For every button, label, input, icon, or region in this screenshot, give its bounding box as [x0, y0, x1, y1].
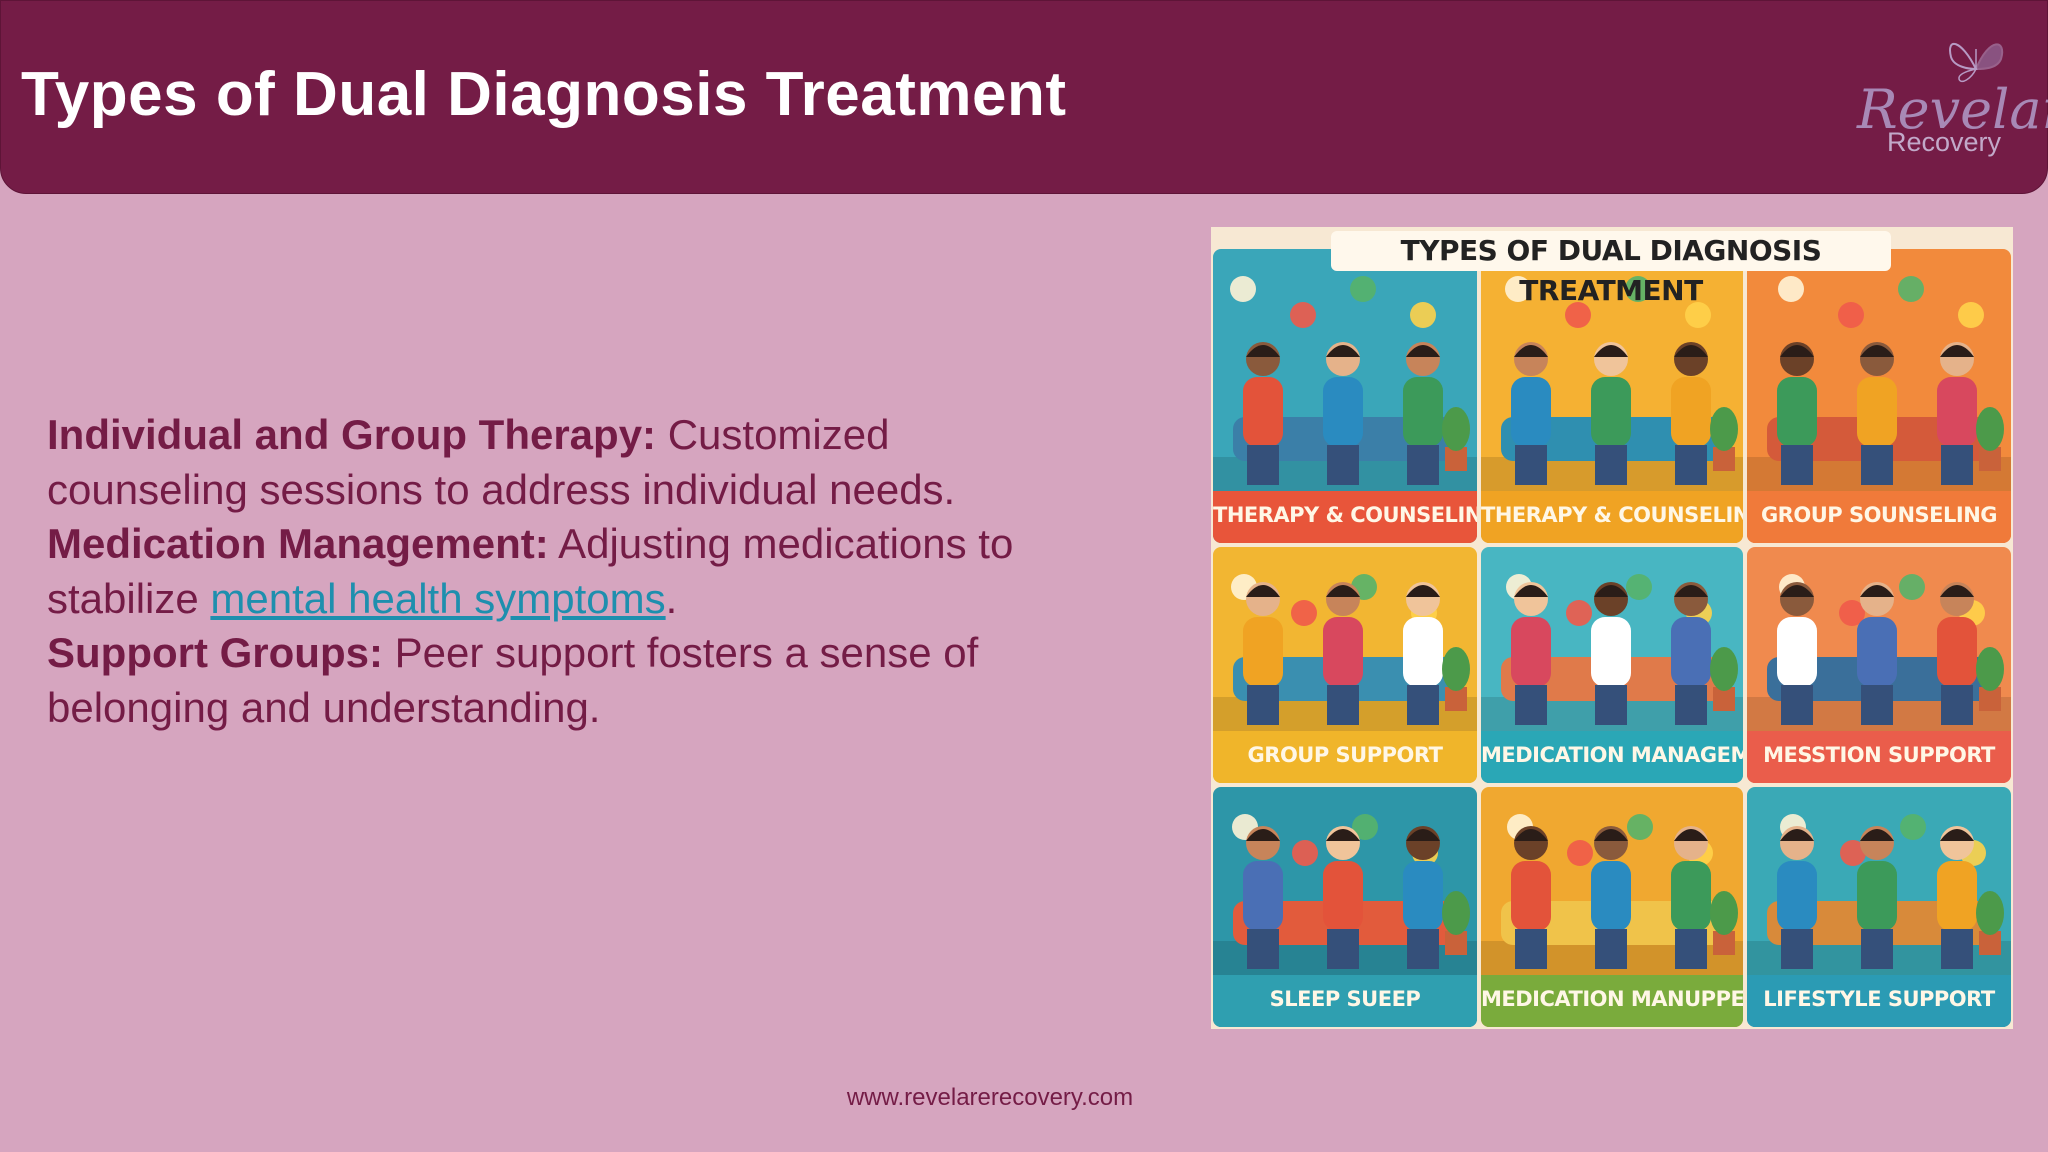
panel-illustration	[1481, 574, 1743, 783]
logo-subtitle: Recovery	[1887, 127, 2002, 157]
infographic-panel: MESSTION SUPPORT	[1745, 545, 2013, 785]
list-item: Support Groups: Peer support fosters a s…	[47, 626, 1027, 735]
infographic-panel: THERAPY & COUNSELING	[1211, 247, 1479, 545]
item-text-end: .	[665, 574, 678, 622]
panel-label: GROUP SUPPORT	[1247, 743, 1443, 767]
item-text: Adjusting medications to stabilize	[47, 520, 1014, 622]
infographic-panel: GROUP SOUNSELING	[1745, 247, 2013, 545]
panel-label: MEDICATION MANUPPENT	[1481, 987, 1745, 1011]
item-heading: Individual and Group Therapy:	[47, 411, 657, 458]
panel-illustration	[1747, 276, 2011, 543]
infographic-panel: MEDICATION MANUPPENT	[1479, 785, 1745, 1029]
panel-illustration	[1747, 814, 2011, 1027]
list-item: Medication Management: Adjusting medicat…	[47, 517, 1027, 626]
revelare-recovery-logo: Revelare Recovery	[1841, 29, 2048, 169]
infographic-panel: THERAPY & COUNSELING	[1479, 247, 1745, 545]
panel-label: THERAPY & COUNSELING	[1213, 503, 1479, 527]
treatment-list: Individual and Group Therapy: Customized…	[47, 408, 1027, 735]
panel-label: MESSTION SUPPORT	[1763, 743, 1995, 767]
panel-illustration	[1213, 276, 1477, 543]
butterfly-icon	[1949, 42, 2004, 83]
list-item: Individual and Group Therapy: Customized…	[47, 408, 1027, 517]
item-heading: Medication Management:	[47, 520, 549, 567]
website-url: www.revelarerecovery.com	[846, 1084, 1134, 1111]
panel-illustration	[1481, 276, 1743, 543]
panel-label: MEDICATION MANAGEMENT	[1481, 743, 1743, 767]
panel-label: LIFESTYLE SUPPORT	[1763, 987, 1995, 1011]
infographic-panel: SLEEP SUEEP	[1211, 785, 1479, 1029]
mental-health-symptoms-link[interactable]: mental health symptoms	[210, 574, 666, 622]
slide-title: Types of Dual Diagnosis Treatment	[21, 60, 1067, 129]
item-text: Customized counseling sessions to addres…	[47, 411, 956, 513]
panel-illustration	[1747, 574, 2011, 783]
logo-wordmark: Revelare	[1857, 78, 2048, 141]
item-text: Peer support fosters a sense of belongin…	[47, 629, 979, 731]
item-heading: Support Groups:	[47, 629, 383, 676]
infographic-title: TYPES OF DUAL DIAGNOSIS TREATMENT	[1331, 231, 1891, 307]
panel-label: GROUP SOUNSELING	[1760, 503, 1998, 527]
panel-illustration	[1213, 574, 1477, 783]
panel-illustration	[1213, 814, 1477, 1027]
panel-illustration	[1481, 814, 1743, 1027]
infographic-panel: GROUP SUPPORT	[1211, 545, 1479, 785]
infographic-panel: LIFESTYLE SUPPORT	[1745, 785, 2013, 1029]
panel-label: THERAPY & COUNSELING	[1481, 503, 1745, 527]
infographic-panel: MEDICATION MANAGEMENT	[1479, 545, 1745, 785]
panel-label: SLEEP SUEEP	[1269, 987, 1421, 1011]
slide-header: Types of Dual Diagnosis Treatment Revela…	[0, 0, 2048, 194]
